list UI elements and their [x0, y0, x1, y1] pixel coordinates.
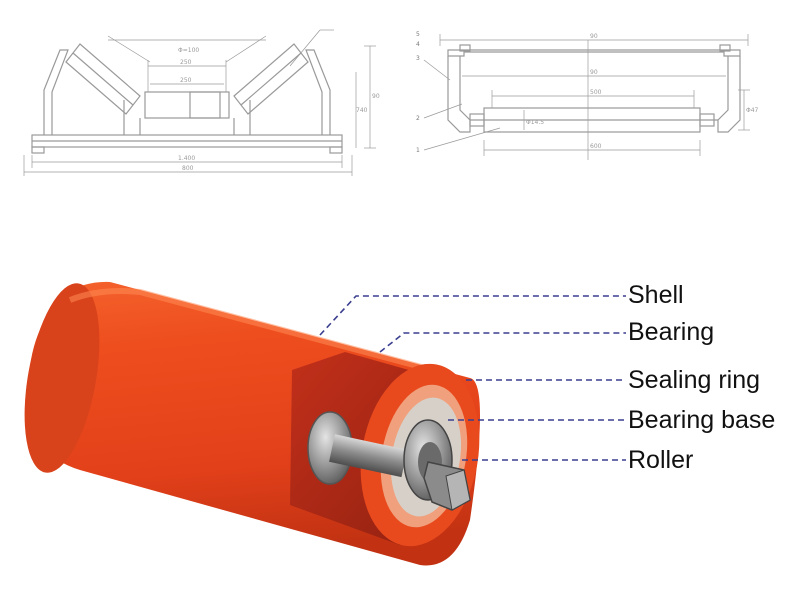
right-idler-drawing: 5 4 3 2 1 90 90 500 Φ14.5 Φ47 600: [416, 31, 759, 160]
callout-sealing-ring: Sealing ring: [628, 366, 761, 394]
dim-left-side: 90: [372, 93, 380, 100]
callout-bearing: Bearing: [628, 318, 715, 346]
top-frame: [447, 49, 741, 57]
callout-bearing-base: Bearing base: [628, 406, 776, 434]
dim-right-roller: 500: [590, 89, 602, 96]
callout-leaders: [319, 295, 626, 461]
callout-shell: Shell: [628, 281, 684, 309]
part-number-4: 4: [416, 41, 420, 48]
leader-bearing: [379, 332, 626, 353]
dim-right-total: 600: [590, 143, 602, 150]
dim-right-top: 90: [590, 33, 598, 40]
right-dimension-lines: [423, 34, 750, 160]
right-foot: [329, 146, 343, 154]
roller-right-end: [699, 113, 715, 127]
roller-left-end: [469, 113, 485, 127]
callout-roller: Roller: [628, 446, 694, 474]
dim-right-frame: 90: [590, 69, 598, 76]
part-number-5: 5: [416, 31, 420, 38]
left-hanger: [447, 56, 471, 133]
right-bracket: [305, 49, 331, 135]
right-wing-roller: [233, 43, 309, 115]
dim-left-mid: 250: [180, 77, 192, 84]
right-wing-roller-axis: [240, 52, 302, 106]
left-idler-drawing: Φ=100 250 250 90 740 1.400 800: [23, 29, 380, 176]
roller-shaft-face: [445, 469, 471, 511]
part-number-1: 1: [416, 147, 420, 154]
dim-left-top: 250: [180, 59, 192, 66]
left-wing-roller-axis: [72, 52, 134, 106]
dim-left-base: 1.400: [178, 155, 195, 162]
left-wing-roller: [65, 43, 141, 115]
left-bracket: [43, 49, 69, 135]
right-dimension-texts: 90 90 500 Φ14.5 Φ47 600: [526, 33, 759, 150]
roller-left-end: [24, 283, 100, 473]
part-number-3: 3: [416, 55, 420, 62]
top-right-lug: [719, 44, 731, 52]
dim-left-total: 800: [182, 165, 194, 172]
right-hanger: [717, 56, 741, 133]
inner-axle: [329, 434, 408, 478]
dim-left-phi: Φ=100: [178, 47, 199, 54]
dim-right-phi-small: Φ14.5: [526, 119, 544, 126]
technical-drawings: Φ=100 250 250 90 740 1.400 800: [23, 29, 759, 176]
center-roller: [144, 91, 230, 119]
shell-highlight: [68, 288, 441, 375]
part-number-2: 2: [416, 115, 420, 122]
right-part-numbers: 5 4 3 2 1: [416, 31, 420, 154]
dim-right-phi: Φ47: [746, 107, 759, 114]
roller-cutaway-illustration: [24, 281, 626, 566]
left-dimension-texts: Φ=100 250 250 90 740 1.400 800: [178, 47, 380, 172]
center-roller-mid: [189, 91, 221, 119]
top-left-lug: [459, 44, 471, 52]
left-dimension-lines: [23, 29, 376, 176]
leader-shell: [319, 295, 626, 336]
dim-left-inner: 740: [356, 107, 368, 114]
left-foot: [31, 146, 45, 154]
